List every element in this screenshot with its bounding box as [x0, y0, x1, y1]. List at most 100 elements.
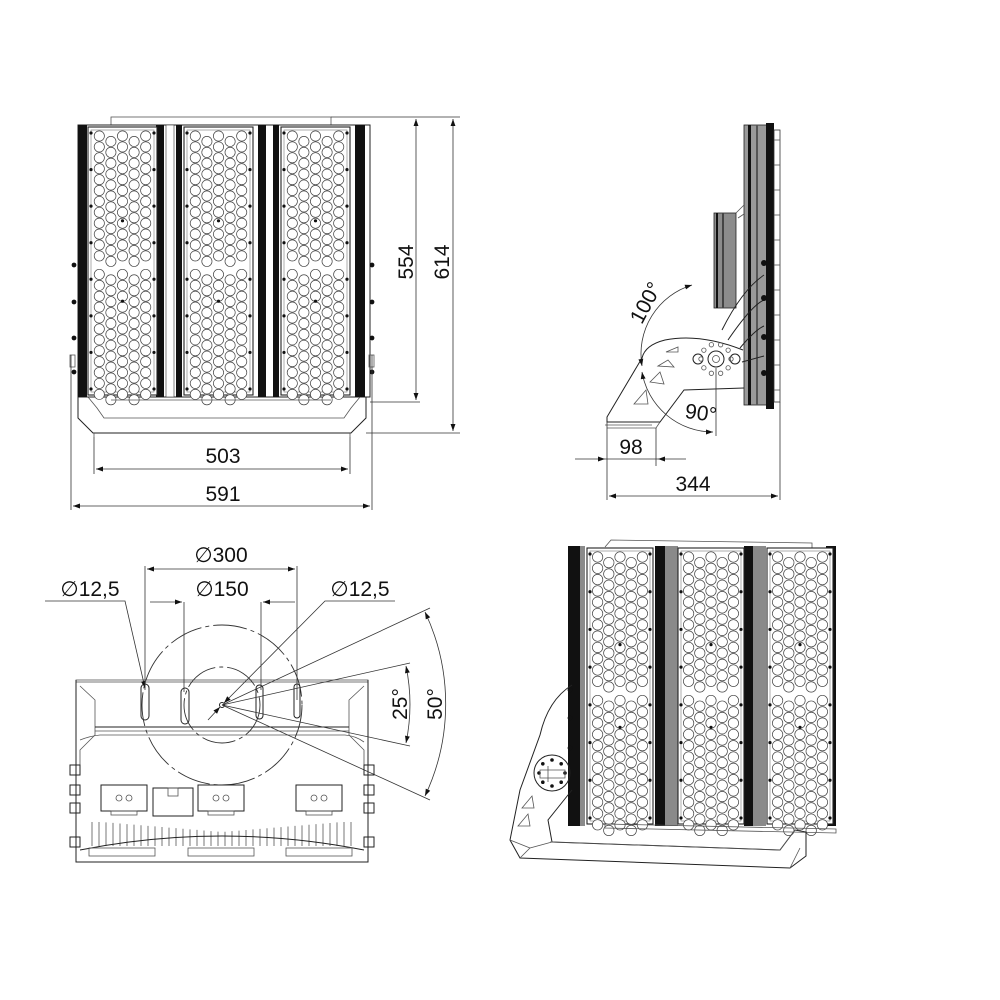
led [705, 762, 717, 774]
led [772, 740, 784, 752]
led [128, 179, 140, 191]
led [683, 762, 695, 774]
led [93, 279, 105, 291]
heatsink-bar [156, 125, 164, 397]
led [705, 585, 717, 597]
led [625, 768, 637, 780]
heatsink-bar [176, 125, 182, 397]
screw [248, 277, 252, 281]
led [213, 388, 224, 400]
led [213, 152, 224, 164]
driver-mount [207, 810, 235, 816]
led [201, 318, 213, 329]
led [794, 785, 806, 797]
led [189, 312, 201, 324]
led [117, 356, 128, 368]
led [189, 345, 201, 357]
led [727, 717, 739, 729]
led [772, 664, 784, 676]
led [93, 206, 105, 218]
led [140, 377, 152, 389]
led [783, 802, 795, 814]
led [321, 244, 333, 256]
led [636, 774, 648, 786]
led [614, 785, 626, 797]
dim-tilt-angle: 100° [626, 278, 667, 327]
bolt [567, 715, 573, 721]
led [694, 700, 706, 712]
led [310, 356, 321, 368]
screw [345, 241, 349, 245]
led [794, 751, 806, 763]
led [727, 807, 739, 820]
led [128, 307, 140, 319]
led [201, 179, 213, 191]
screw [185, 241, 189, 245]
screw [768, 627, 772, 632]
led [333, 152, 345, 164]
led [694, 602, 706, 614]
led [816, 819, 828, 831]
led [716, 700, 728, 712]
led [625, 579, 637, 591]
led [783, 670, 795, 682]
led [816, 675, 828, 687]
led [683, 796, 695, 808]
led [614, 562, 626, 574]
led [794, 694, 806, 707]
led [201, 372, 213, 384]
led [727, 653, 739, 665]
led [224, 307, 236, 319]
side-bolt [363, 802, 375, 814]
led [321, 285, 333, 297]
led [128, 361, 140, 373]
led [783, 757, 795, 769]
led [592, 607, 604, 620]
led [794, 706, 806, 718]
led [614, 762, 626, 774]
led [236, 228, 248, 240]
led [310, 141, 321, 153]
led [224, 212, 236, 224]
led [794, 819, 806, 831]
led [636, 706, 648, 718]
led [614, 664, 626, 676]
led [805, 647, 817, 659]
led [333, 334, 345, 346]
led [201, 234, 213, 245]
screw [89, 131, 93, 135]
led [286, 228, 298, 240]
led [236, 367, 248, 378]
led [310, 377, 321, 389]
led [705, 774, 717, 786]
dim-slot-right: ∅12,5 [330, 578, 389, 601]
led [794, 641, 806, 653]
heatsink-bar-shade [665, 546, 678, 826]
led [140, 228, 152, 240]
screw [248, 167, 252, 172]
led [636, 796, 648, 808]
led [716, 602, 728, 614]
rotation-hole [728, 356, 734, 362]
led [794, 675, 806, 687]
screw [648, 590, 652, 594]
led [614, 596, 626, 608]
led [614, 675, 626, 687]
led [213, 312, 224, 324]
led [93, 185, 105, 196]
led [603, 636, 615, 648]
center-screw [798, 725, 802, 730]
screw [152, 167, 156, 172]
screw [152, 204, 156, 208]
led [816, 785, 828, 797]
led [298, 201, 310, 213]
led [298, 296, 310, 308]
led [213, 377, 224, 389]
led [93, 388, 105, 400]
dim-slot-angle-inner: 25° [389, 688, 412, 720]
led [716, 757, 728, 769]
center-screw [120, 219, 125, 223]
led [805, 624, 817, 636]
led [128, 223, 140, 235]
led [716, 802, 728, 814]
